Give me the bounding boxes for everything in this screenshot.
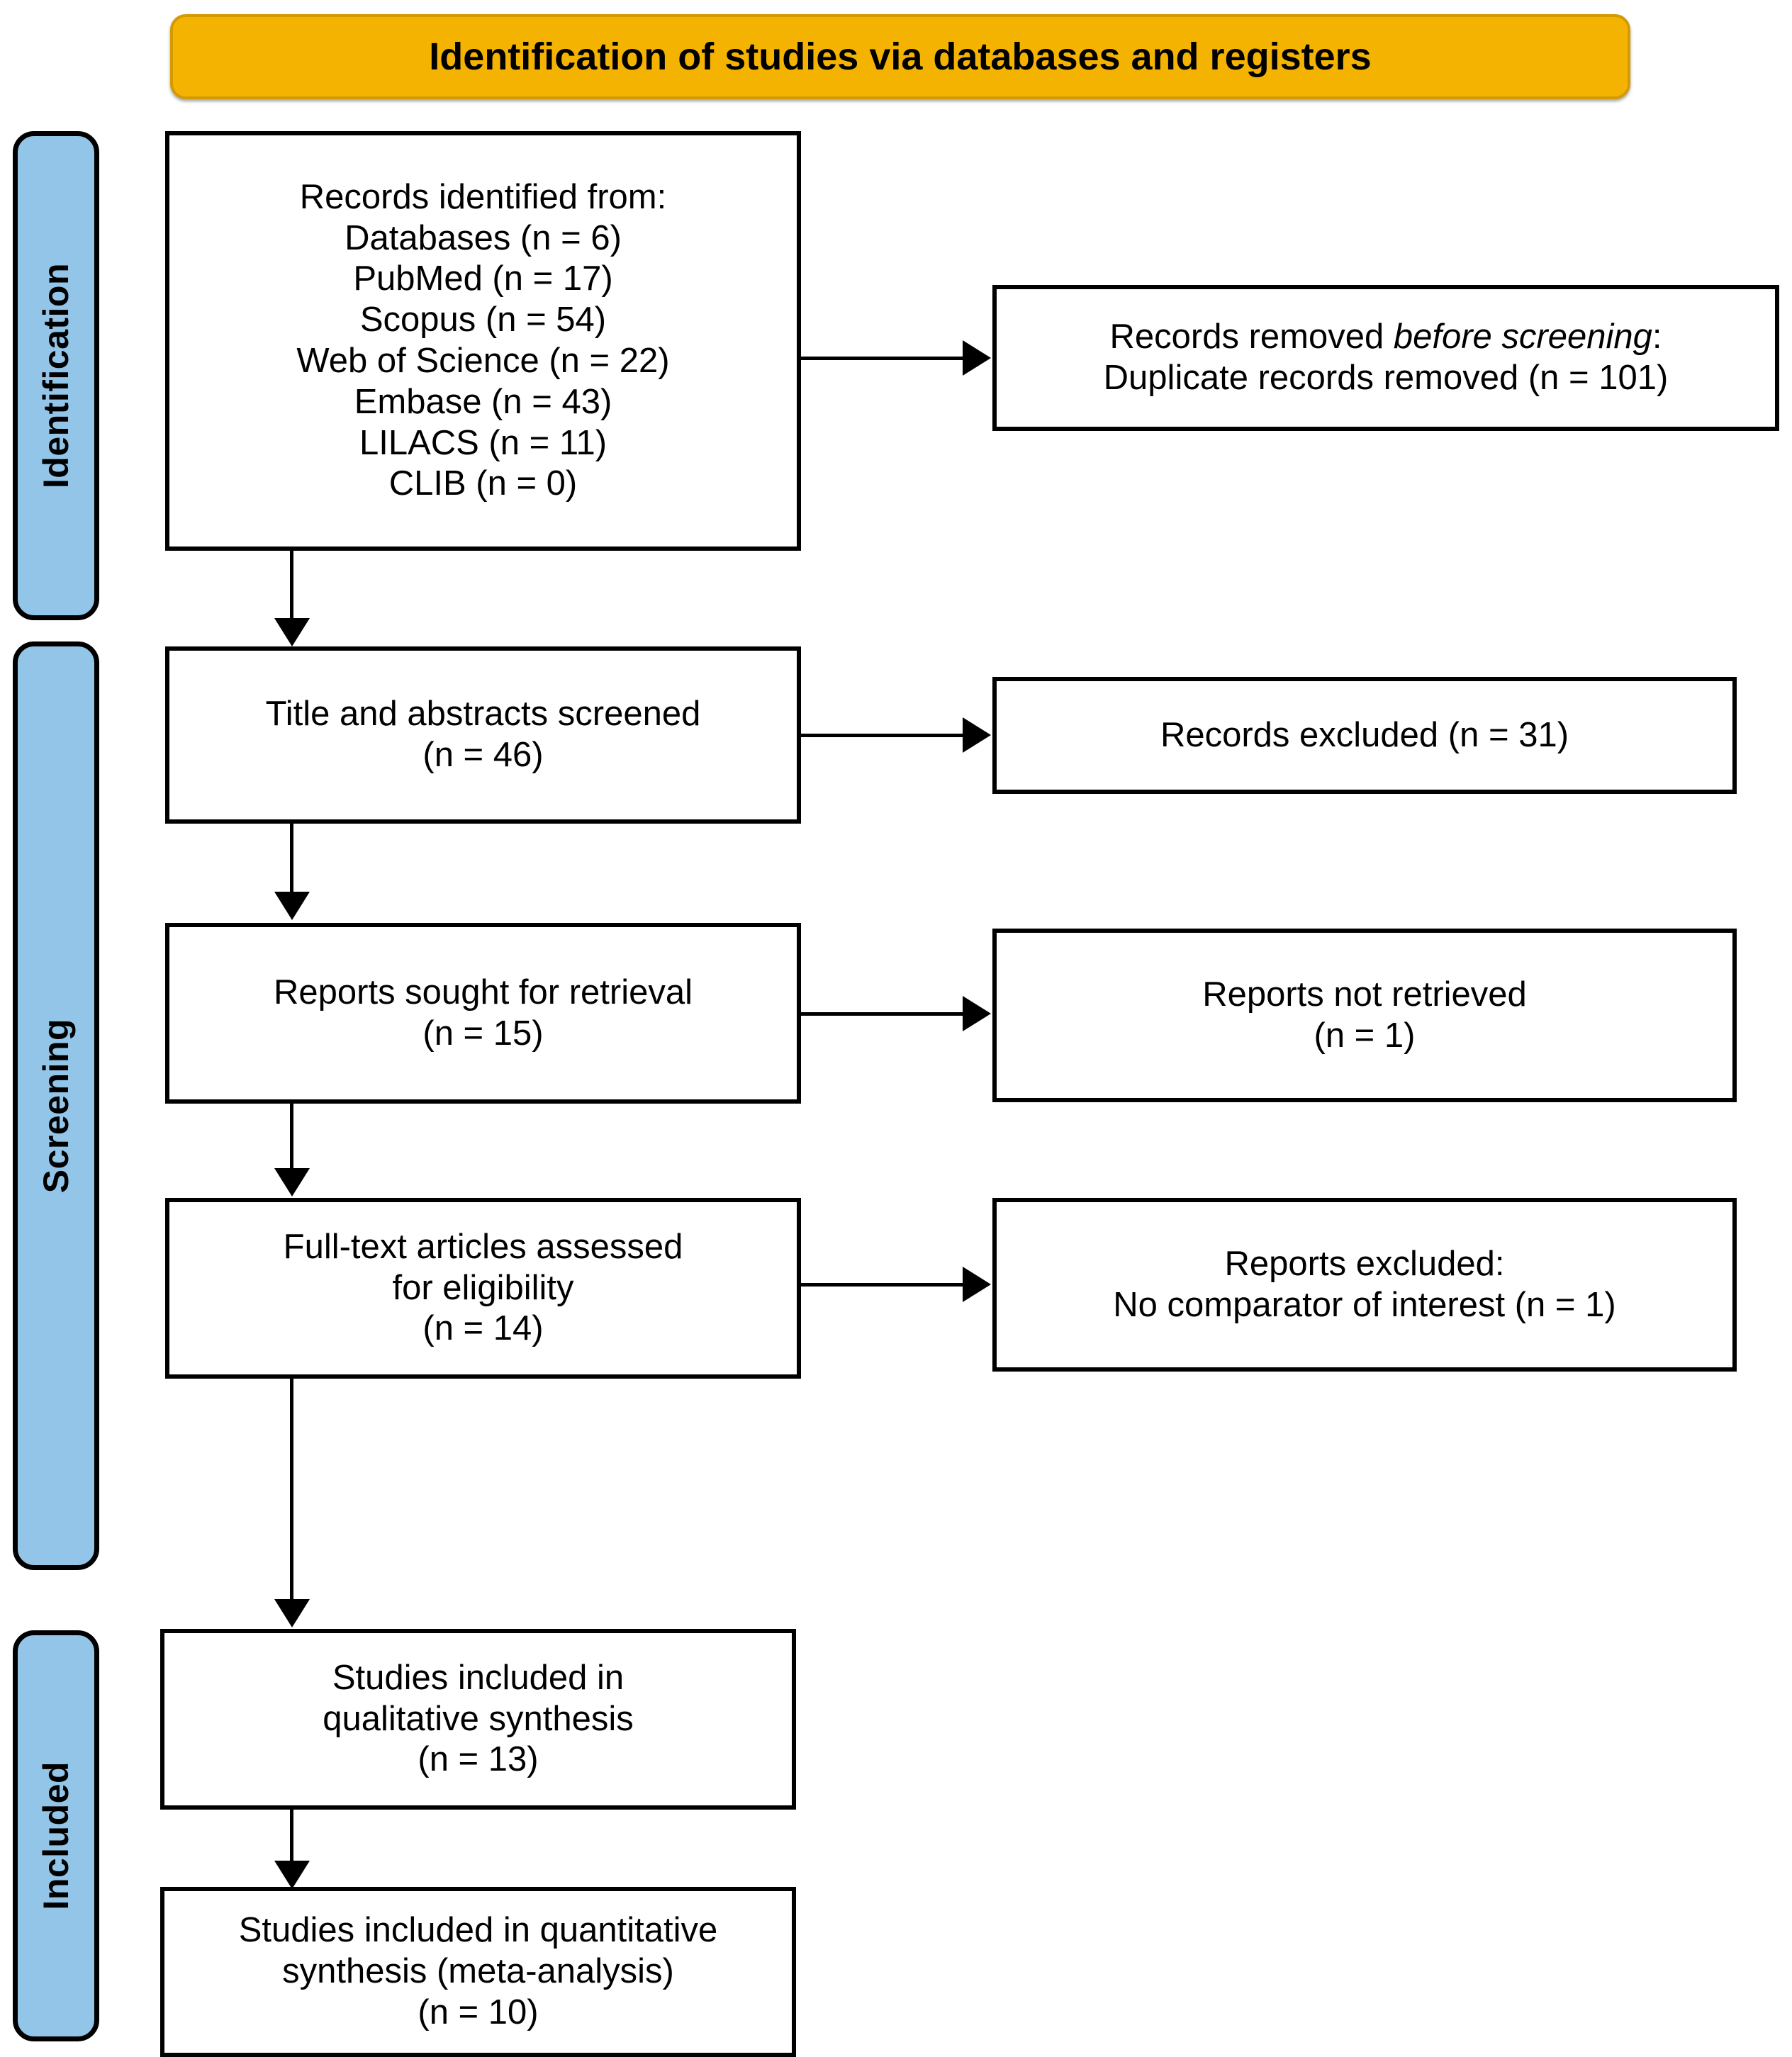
box-records-identified: Records identified from: Databases (n = … bbox=[165, 131, 801, 551]
box-reports-not-retrieved: Reports not retrieved (n = 1) bbox=[992, 929, 1737, 1102]
box-included-quantitative-text: Studies included in quantitative synthes… bbox=[238, 1911, 718, 2031]
connector-screened-to-excluded bbox=[801, 734, 964, 737]
box-fulltext-assessed: Full-text articles assessed for eligibil… bbox=[165, 1198, 801, 1379]
phase-screening-label: Screening bbox=[36, 1018, 76, 1194]
arrowhead-sought-to-fulltext bbox=[274, 1168, 310, 1196]
box-included-qualitative: Studies included in qualitative synthesi… bbox=[160, 1629, 796, 1810]
connector-identified-to-removed bbox=[801, 357, 964, 360]
box-reports-sought-text: Reports sought for retrieval (n = 15) bbox=[274, 973, 693, 1053]
phase-included-label: Included bbox=[36, 1761, 76, 1910]
phase-screening: Screening bbox=[13, 641, 99, 1570]
records-removed-line2: Duplicate records removed (n = 101) bbox=[1103, 359, 1669, 397]
diagram-title-text: Identification of studies via databases … bbox=[429, 35, 1372, 78]
records-removed-italic: before screening bbox=[1393, 318, 1652, 357]
box-included-quantitative: Studies included in quantitative synthes… bbox=[160, 1887, 796, 2057]
box-records-excluded-text: Records excluded (n = 31) bbox=[1160, 715, 1569, 754]
box-records-excluded: Records excluded (n = 31) bbox=[992, 677, 1737, 794]
arrowhead-fulltext-to-excluded bbox=[963, 1267, 991, 1302]
arrowhead-fulltext-to-qualitative bbox=[274, 1599, 310, 1627]
box-included-qualitative-text: Studies included in qualitative synthesi… bbox=[323, 1658, 634, 1779]
arrowhead-screened-to-sought bbox=[274, 892, 310, 920]
box-records-identified-text: Records identified from: Databases (n = … bbox=[296, 177, 670, 503]
arrowhead-identified-to-removed bbox=[963, 340, 991, 376]
connector-identified-to-screened bbox=[290, 551, 293, 622]
records-removed-prefix: Records removed bbox=[1109, 318, 1394, 357]
box-fulltext-assessed-text: Full-text articles assessed for eligibil… bbox=[283, 1227, 683, 1348]
phase-identification: Identification bbox=[13, 131, 99, 620]
records-removed-suffix: : bbox=[1652, 318, 1662, 357]
box-reports-excluded-text: Reports excluded: No comparator of inter… bbox=[1113, 1244, 1616, 1324]
connector-screened-to-sought bbox=[290, 824, 293, 895]
connector-qualitative-to-quantitative bbox=[290, 1810, 293, 1863]
box-records-removed-text: Records removed before screening:Duplica… bbox=[1095, 317, 1677, 399]
box-records-removed: Records removed before screening:Duplica… bbox=[992, 285, 1779, 431]
box-title-abstracts-screened: Title and abstracts screened (n = 46) bbox=[165, 646, 801, 824]
phase-included: Included bbox=[13, 1630, 99, 2041]
box-reports-not-retrieved-text: Reports not retrieved (n = 1) bbox=[1202, 975, 1527, 1055]
box-title-abstracts-screened-text: Title and abstracts screened (n = 46) bbox=[265, 695, 701, 774]
arrowhead-screened-to-excluded bbox=[963, 717, 991, 753]
arrowhead-sought-to-not-retrieved bbox=[963, 996, 991, 1031]
connector-sought-to-fulltext bbox=[290, 1104, 293, 1171]
connector-sought-to-not-retrieved bbox=[801, 1012, 964, 1016]
phase-identification-label: Identification bbox=[36, 262, 76, 489]
connector-fulltext-to-qualitative bbox=[290, 1379, 293, 1602]
connector-fulltext-to-excluded bbox=[801, 1283, 964, 1287]
arrowhead-identified-to-screened bbox=[274, 618, 310, 646]
box-reports-sought: Reports sought for retrieval (n = 15) bbox=[165, 923, 801, 1104]
arrowhead-qualitative-to-quantitative bbox=[274, 1861, 310, 1889]
box-reports-excluded: Reports excluded: No comparator of inter… bbox=[992, 1198, 1737, 1372]
diagram-title-banner: Identification of studies via databases … bbox=[170, 14, 1630, 99]
